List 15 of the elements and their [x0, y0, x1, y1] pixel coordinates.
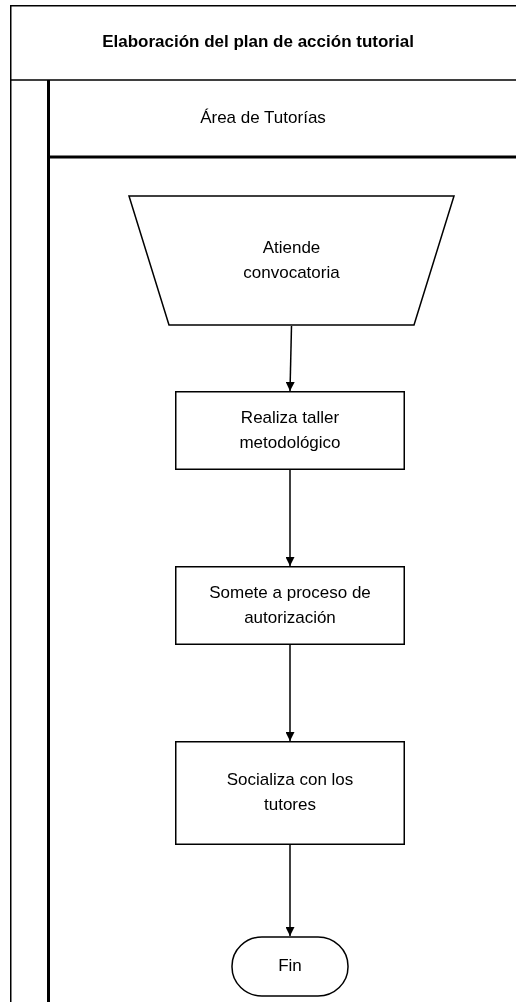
- arrow: [285, 844, 295, 937]
- manual-operation-shape: [128, 195, 455, 326]
- process-box: [175, 391, 405, 470]
- step-label: Somete a proceso de autorización: [208, 581, 372, 629]
- step-label: Atiende convocatoria: [242, 236, 341, 284]
- pool-title: Elaboración del plan de acción tutorial: [102, 31, 414, 54]
- process-box: [175, 566, 405, 645]
- arrow: [285, 644, 295, 742]
- step-label: Fin: [278, 955, 302, 978]
- lane-title: Área de Tutorías: [200, 107, 326, 130]
- process-box: [175, 741, 405, 845]
- step-label: Socializa con los tutores: [225, 769, 355, 816]
- arrow: [285, 325, 295, 392]
- arrow: [285, 469, 295, 567]
- step-label: Realiza taller metodológico: [238, 406, 342, 454]
